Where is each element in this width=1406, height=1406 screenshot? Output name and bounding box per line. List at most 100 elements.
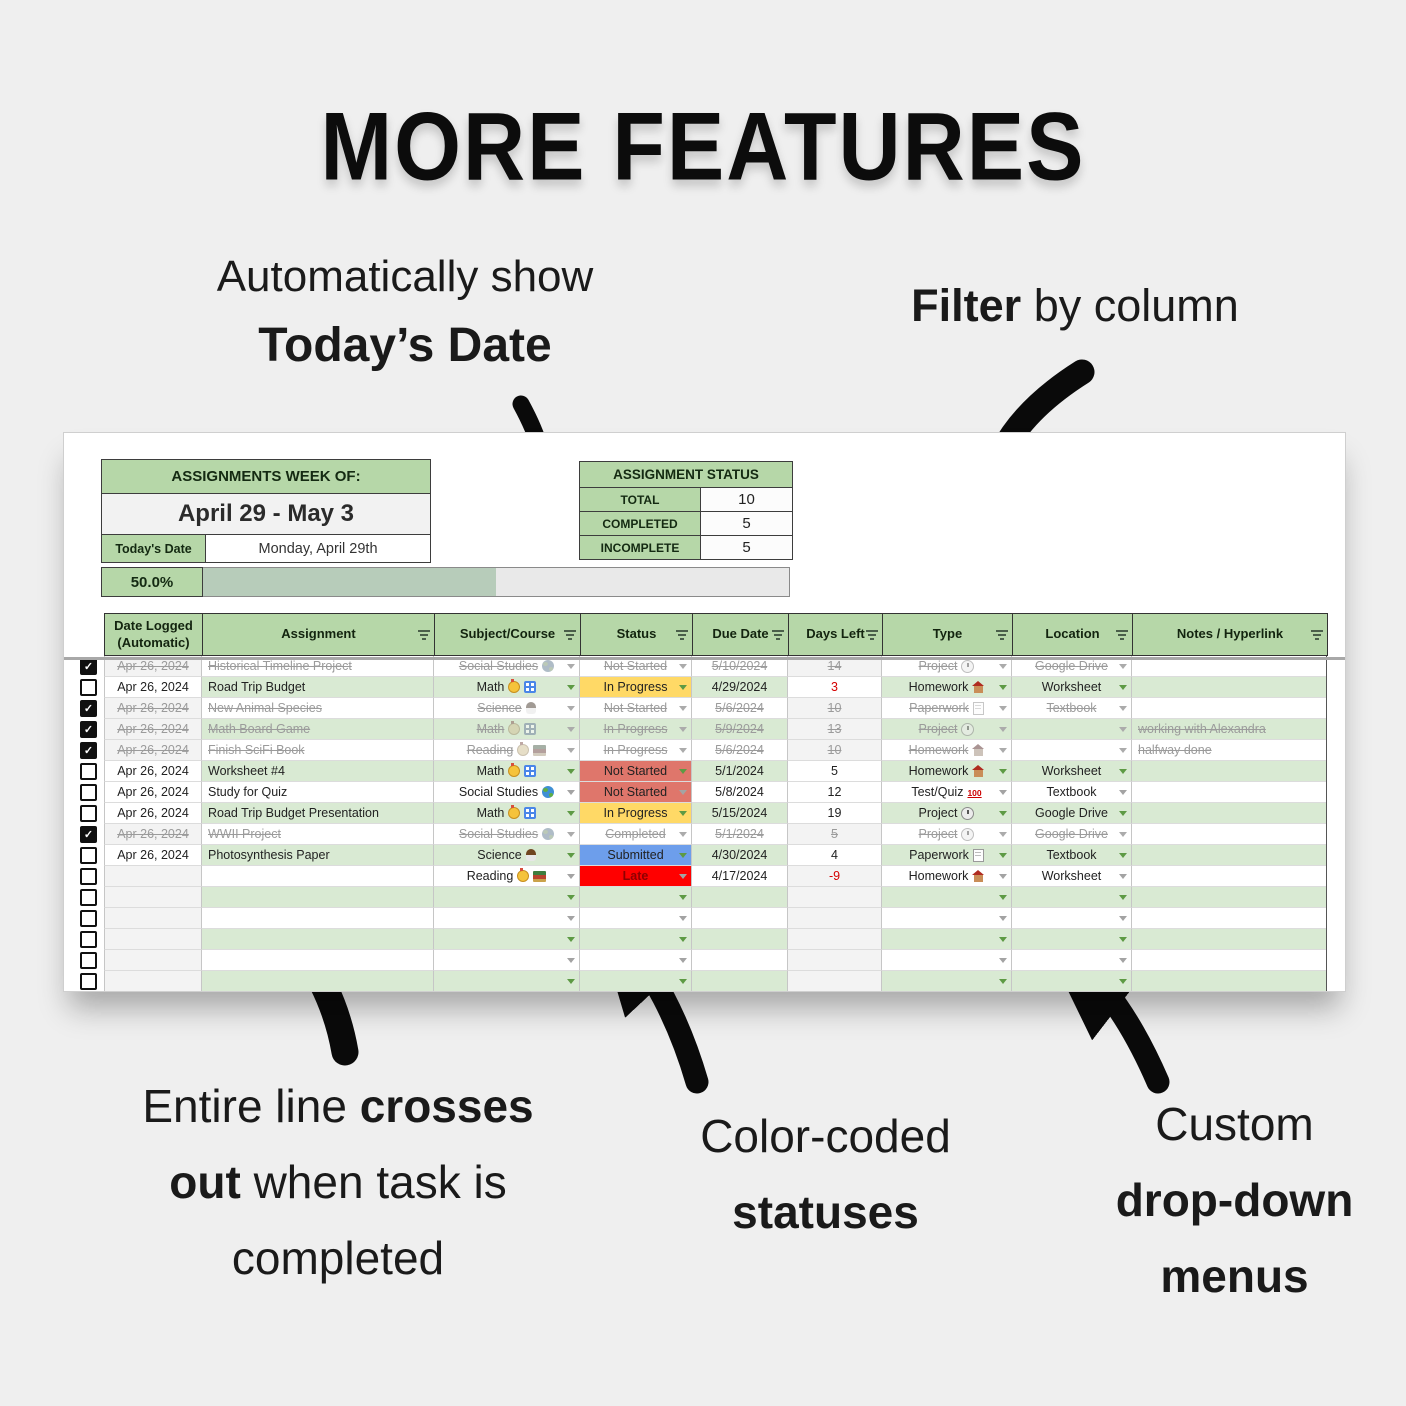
row-checkbox[interactable] (80, 868, 97, 885)
notes-hyperlink-cell[interactable] (1131, 677, 1326, 698)
days-left-cell[interactable]: 10 (787, 698, 881, 719)
notes-hyperlink-cell[interactable] (1131, 782, 1326, 803)
subject-course-dropdown-cell[interactable] (433, 929, 579, 950)
date-logged-cell[interactable] (104, 887, 201, 908)
row-checkbox[interactable] (80, 931, 97, 948)
dropdown-arrow-icon[interactable] (567, 748, 575, 753)
subject-course-dropdown-cell[interactable]: Science (433, 698, 579, 719)
dropdown-arrow-icon[interactable] (679, 685, 687, 690)
column-header-location[interactable]: Location (1012, 614, 1132, 655)
column-header-days-left[interactable]: Days Left (788, 614, 882, 655)
assignment-cell[interactable] (201, 887, 433, 908)
dropdown-arrow-icon[interactable] (679, 769, 687, 774)
due-date-cell[interactable]: 4/17/2024 (691, 866, 787, 887)
dropdown-arrow-icon[interactable] (679, 937, 687, 942)
column-header-notes-hyperlink[interactable]: Notes / Hyperlink (1132, 614, 1327, 655)
status-dropdown-cell[interactable]: Not Started (579, 782, 691, 803)
column-header-type[interactable]: Type (882, 614, 1012, 655)
location-dropdown-cell[interactable]: Worksheet (1011, 866, 1131, 887)
dropdown-arrow-icon[interactable] (999, 685, 1007, 690)
column-header-status[interactable]: Status (580, 614, 692, 655)
dropdown-arrow-icon[interactable] (679, 874, 687, 879)
subject-course-dropdown-cell[interactable]: Social Studies (433, 824, 579, 845)
type-dropdown-cell[interactable]: Project (881, 656, 1011, 677)
row-checkbox[interactable] (80, 973, 97, 990)
dropdown-arrow-icon[interactable] (1119, 685, 1127, 690)
date-logged-cell[interactable]: Apr 26, 2024 (104, 761, 201, 782)
dropdown-arrow-icon[interactable] (567, 832, 575, 837)
status-dropdown-cell[interactable] (579, 887, 691, 908)
notes-hyperlink-cell[interactable] (1131, 803, 1326, 824)
status-dropdown-cell[interactable] (579, 929, 691, 950)
dropdown-arrow-icon[interactable] (679, 832, 687, 837)
notes-hyperlink-cell[interactable] (1131, 887, 1326, 908)
date-logged-cell[interactable] (104, 908, 201, 929)
filter-icon[interactable] (866, 630, 878, 640)
status-dropdown-cell[interactable]: In Progress (579, 803, 691, 824)
due-date-cell[interactable] (691, 971, 787, 991)
date-logged-cell[interactable]: Apr 26, 2024 (104, 740, 201, 761)
dropdown-arrow-icon[interactable] (567, 853, 575, 858)
type-dropdown-cell[interactable] (881, 971, 1011, 991)
days-left-cell[interactable] (787, 929, 881, 950)
date-logged-cell[interactable]: Apr 26, 2024 (104, 719, 201, 740)
subject-course-dropdown-cell[interactable] (433, 887, 579, 908)
dropdown-arrow-icon[interactable] (567, 790, 575, 795)
date-logged-cell[interactable] (104, 866, 201, 887)
dropdown-arrow-icon[interactable] (567, 937, 575, 942)
type-dropdown-cell[interactable]: Homework (881, 866, 1011, 887)
dropdown-arrow-icon[interactable] (567, 685, 575, 690)
filter-icon[interactable] (418, 630, 430, 640)
type-dropdown-cell[interactable]: Project (881, 824, 1011, 845)
type-dropdown-cell[interactable]: Paperwork (881, 698, 1011, 719)
location-dropdown-cell[interactable] (1011, 908, 1131, 929)
dropdown-arrow-icon[interactable] (1119, 895, 1127, 900)
due-date-cell[interactable]: 5/6/2024 (691, 740, 787, 761)
dropdown-arrow-icon[interactable] (567, 895, 575, 900)
notes-hyperlink-cell[interactable]: halfway done (1131, 740, 1326, 761)
dropdown-arrow-icon[interactable] (999, 916, 1007, 921)
status-dropdown-cell[interactable]: In Progress (579, 677, 691, 698)
dropdown-arrow-icon[interactable] (1119, 790, 1127, 795)
type-dropdown-cell[interactable] (881, 908, 1011, 929)
location-dropdown-cell[interactable]: Textbook (1011, 782, 1131, 803)
days-left-cell[interactable] (787, 887, 881, 908)
type-dropdown-cell[interactable]: Homework (881, 677, 1011, 698)
assignment-cell[interactable] (201, 950, 433, 971)
location-dropdown-cell[interactable]: Worksheet (1011, 761, 1131, 782)
dropdown-arrow-icon[interactable] (679, 748, 687, 753)
assignment-cell[interactable]: Study for Quiz (201, 782, 433, 803)
notes-hyperlink-cell[interactable] (1131, 929, 1326, 950)
status-dropdown-cell[interactable] (579, 908, 691, 929)
location-dropdown-cell[interactable] (1011, 740, 1131, 761)
row-checkbox[interactable] (80, 889, 97, 906)
subject-course-dropdown-cell[interactable]: Science (433, 845, 579, 866)
notes-hyperlink-cell[interactable] (1131, 656, 1326, 677)
row-checkbox[interactable] (80, 763, 97, 780)
dropdown-arrow-icon[interactable] (679, 958, 687, 963)
dropdown-arrow-icon[interactable] (679, 979, 687, 984)
dropdown-arrow-icon[interactable] (1119, 748, 1127, 753)
assignment-cell[interactable]: Road Trip Budget Presentation (201, 803, 433, 824)
date-logged-cell[interactable]: Apr 26, 2024 (104, 656, 201, 677)
row-checkbox-checked[interactable] (80, 700, 97, 717)
due-date-cell[interactable]: 4/29/2024 (691, 677, 787, 698)
location-dropdown-cell[interactable]: Google Drive (1011, 656, 1131, 677)
column-header-date-logged[interactable]: Date Logged (Automatic) (105, 614, 202, 655)
assignment-cell[interactable]: Road Trip Budget (201, 677, 433, 698)
column-header-assignment[interactable]: Assignment (202, 614, 434, 655)
due-date-cell[interactable] (691, 929, 787, 950)
row-checkbox-checked[interactable] (80, 826, 97, 843)
days-left-cell[interactable] (787, 908, 881, 929)
location-dropdown-cell[interactable] (1011, 929, 1131, 950)
dropdown-arrow-icon[interactable] (999, 979, 1007, 984)
type-dropdown-cell[interactable]: Test/Quiz (881, 782, 1011, 803)
column-header-subject-course[interactable]: Subject/Course (434, 614, 580, 655)
due-date-cell[interactable] (691, 908, 787, 929)
due-date-cell[interactable] (691, 950, 787, 971)
dropdown-arrow-icon[interactable] (999, 937, 1007, 942)
subject-course-dropdown-cell[interactable] (433, 950, 579, 971)
dropdown-arrow-icon[interactable] (567, 769, 575, 774)
location-dropdown-cell[interactable] (1011, 719, 1131, 740)
filter-icon[interactable] (1116, 630, 1128, 640)
